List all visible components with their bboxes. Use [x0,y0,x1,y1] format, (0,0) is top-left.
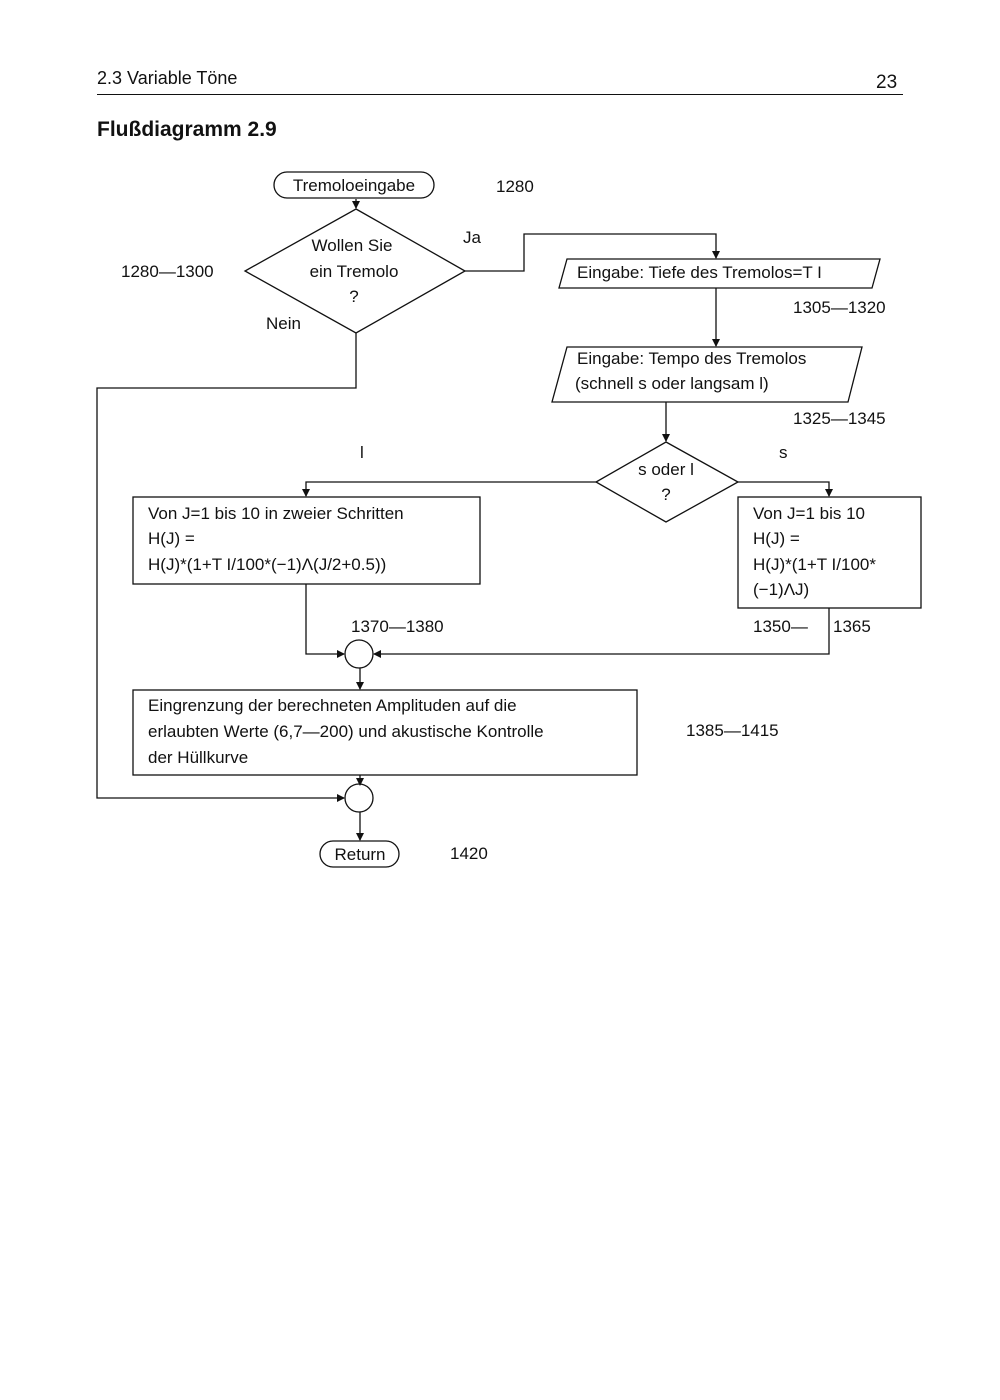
slow-branch-label: l [360,443,364,462]
yes-label: Ja [463,228,482,247]
process-slow-line2: H(J) = [148,529,195,548]
process-slow: Von J=1 bis 10 in zweier Schritten H(J) … [132,496,481,585]
end-label: Return [334,845,385,864]
process-slow-line3: H(J)*(1+T I/100*(−1)Λ(J/2+0.5)) [148,555,386,574]
process-fast-ref-b: 1365 [833,617,871,636]
decision-tremolo-ref: 1280—1300 [121,262,214,281]
decision-speed-line2: ? [661,485,670,504]
process-fast-line1: Von J=1 bis 10 [753,504,865,523]
input-tempo-line2: (schnell s oder langsam l) [575,374,769,393]
process-limit-ref: 1385—1415 [686,721,779,740]
process-fast-line2: H(J) = [753,529,800,548]
decision-tremolo-line3: ? [349,287,358,306]
figure-title: Flußdiagramm 2.9 [97,118,277,141]
end-terminal: Return [319,840,400,868]
page-number: 23 [876,72,898,93]
process-limit-line3: der Hüllkurve [148,748,248,767]
input-depth-label: Eingabe: Tiefe des Tremolos=T I [577,263,822,282]
process-fast-line4: (−1)ΛJ) [753,580,809,599]
end-ref: 1420 [450,844,488,863]
fast-branch-label: s [779,443,788,462]
input-depth-ref: 1305—1320 [793,298,886,317]
start-ref: 1280 [496,177,534,196]
decision-tremolo-line1: Wollen Sie [312,236,393,255]
process-limit-line2: erlaubten Werte (6,7—200) und akustische… [148,722,544,741]
join-connector-1 [344,639,374,669]
input-tempo-ref: 1325—1345 [793,409,886,428]
process-slow-line1: Von J=1 bis 10 in zweier Schritten [148,504,404,523]
process-fast-ref-a: 1350— [753,617,808,636]
decision-speed: s oder l ? [594,441,740,523]
decision-tremolo: Wollen Sie ein Tremolo ? [243,208,467,334]
process-limit: Eingrenzung der berechneten Amplituden a… [132,689,638,776]
input-tempo-line1: Eingabe: Tempo des Tremolos [577,349,806,368]
join-connector-2 [344,783,374,813]
process-limit-line1: Eingrenzung der berechneten Amplituden a… [148,696,517,715]
decision-speed-line1: s oder l [638,460,694,479]
start-terminal: Tremoloeingabe [273,171,435,199]
process-fast: Von J=1 bis 10 H(J) = H(J)*(1+T I/100* (… [737,496,922,609]
process-fast-line3: H(J)*(1+T I/100* [753,555,876,574]
decision-tremolo-line2: ein Tremolo [310,262,399,281]
section-header: 2.3 Variable Töne [97,68,238,88]
input-tempo: Eingabe: Tempo des Tremolos (schnell s o… [551,346,863,403]
no-label: Nein [266,314,301,333]
connector-lines [96,199,833,841]
start-label: Tremoloeingabe [293,176,415,195]
input-depth: Eingabe: Tiefe des Tremolos=T I [558,258,881,289]
header-rule [97,94,903,95]
process-slow-ref: 1370—1380 [351,617,444,636]
